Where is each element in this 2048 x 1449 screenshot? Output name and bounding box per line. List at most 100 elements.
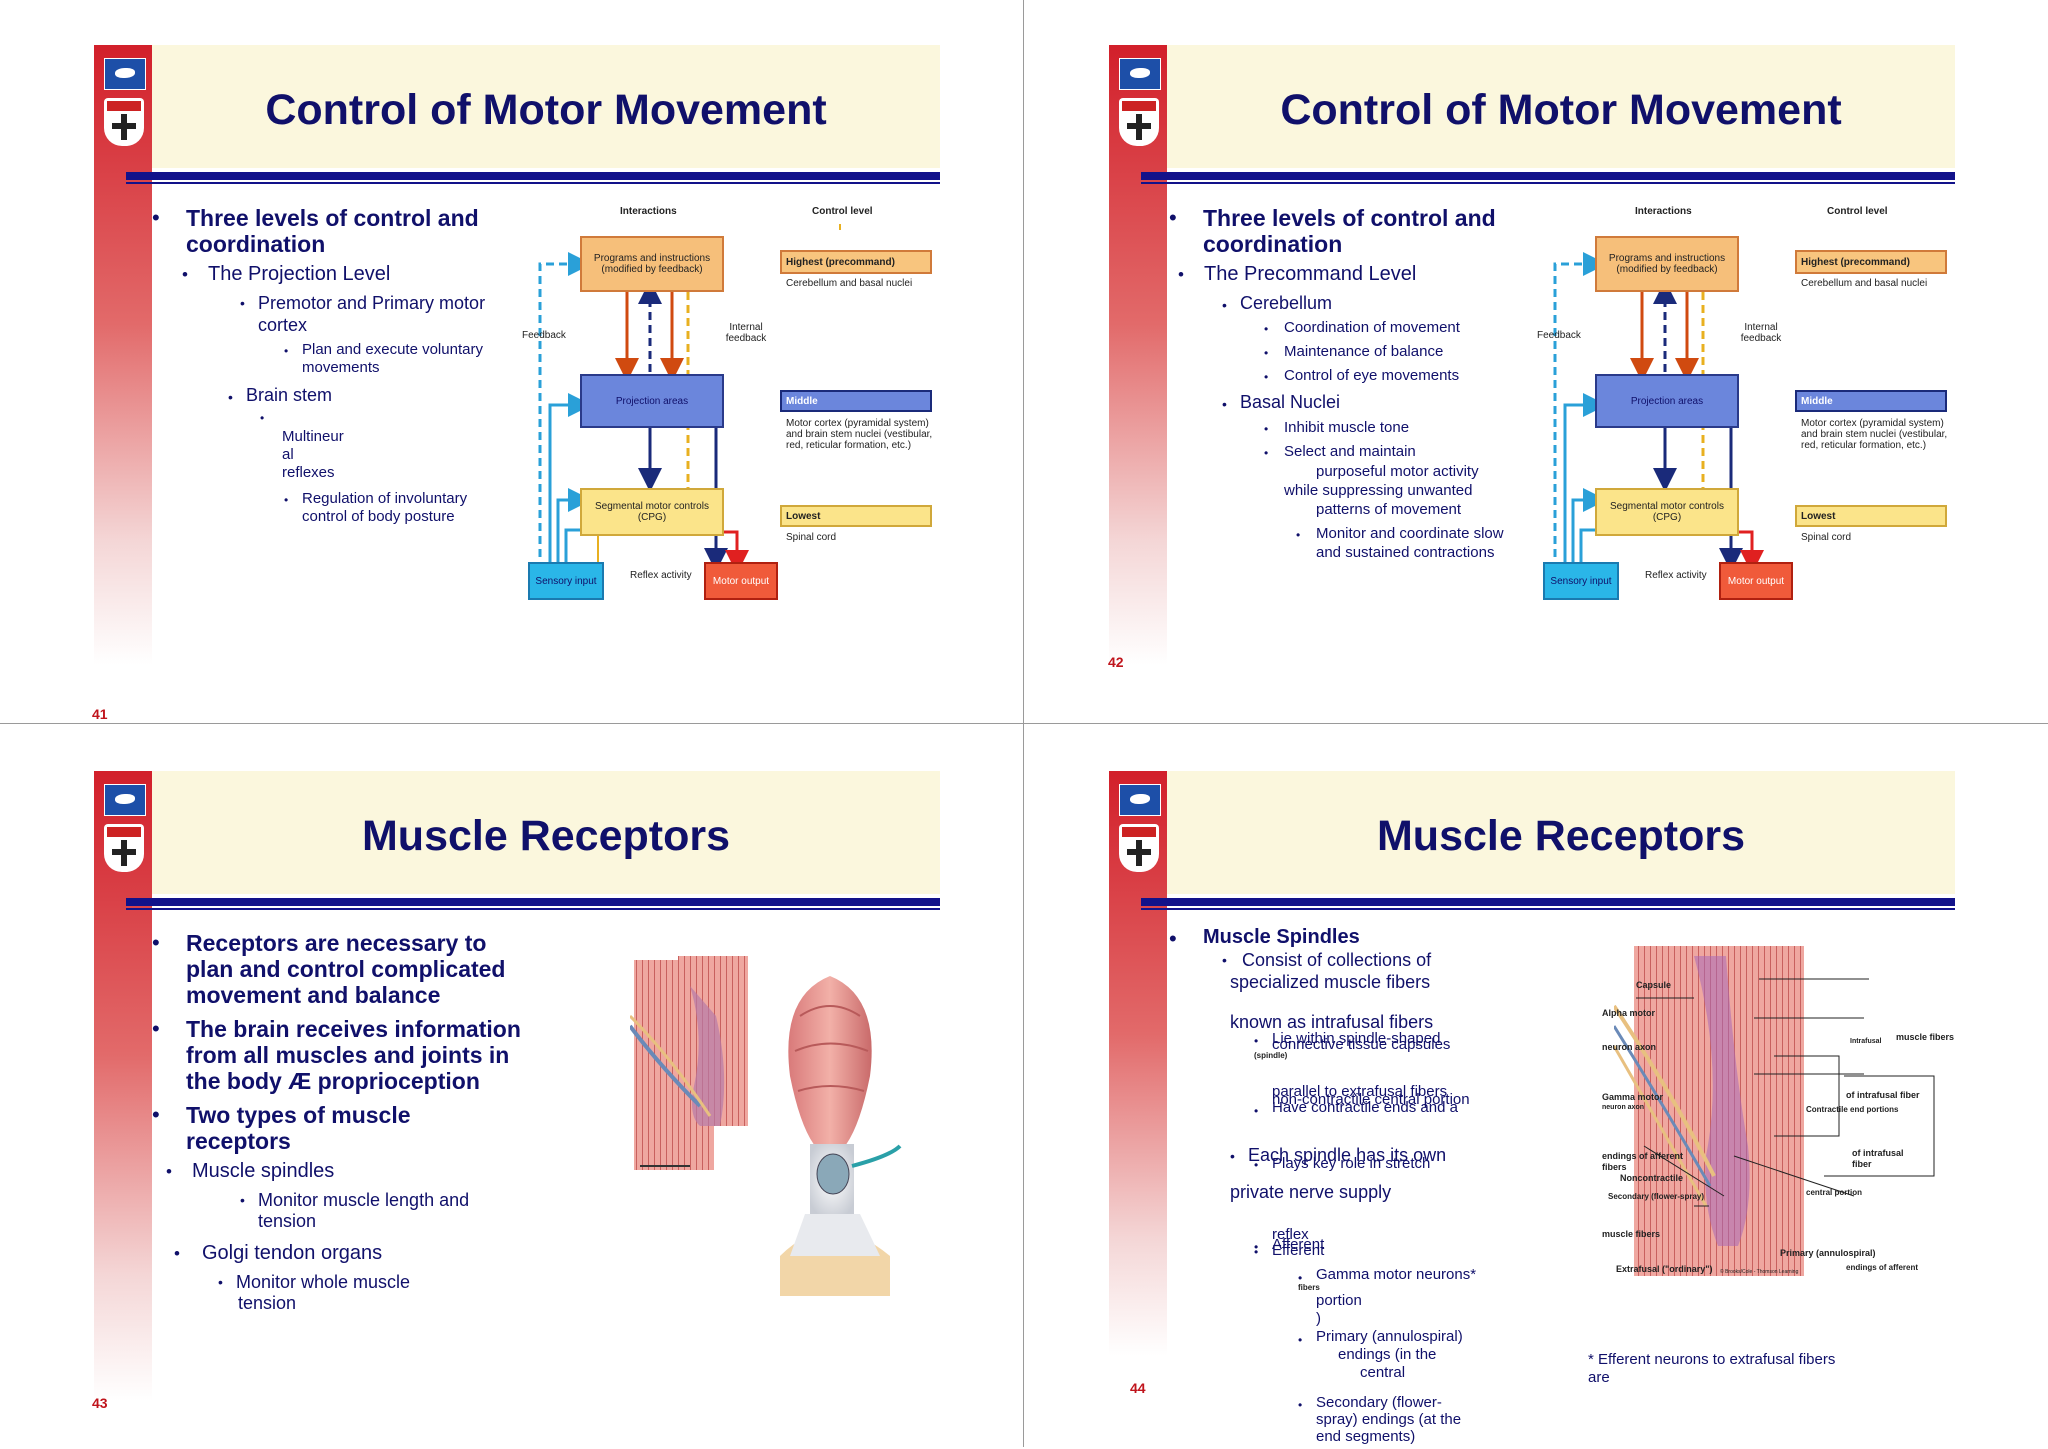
feedback-label: Feedback xyxy=(1537,330,1581,341)
bullet-text: private nerve supply xyxy=(1230,1182,1392,1202)
flag-icon xyxy=(104,784,146,816)
flag-icon xyxy=(104,58,146,90)
title-background xyxy=(1167,771,1955,894)
programs-box: Programs and instructions (modified by f… xyxy=(580,236,724,292)
slide-title: Control of Motor Movement xyxy=(265,86,827,134)
page-number: 42 xyxy=(1108,654,1124,670)
interactions-label: Interactions xyxy=(620,206,677,217)
bullet-text: Control of eye movements xyxy=(1284,367,1460,384)
middle-box: Middle xyxy=(780,390,932,412)
university-logo xyxy=(104,58,146,146)
muscle-fibers-label-2: muscle fibers xyxy=(1602,1229,1661,1239)
segmental-box: Segmental motor controls (CPG) xyxy=(1595,488,1739,536)
bullet-text: reflex xyxy=(1272,1226,1309,1243)
bullet-text: Cerebellum xyxy=(1240,293,1333,313)
side-red-bar xyxy=(1109,45,1167,665)
university-logo xyxy=(1119,784,1161,872)
flag-icon xyxy=(1119,784,1161,816)
endings-afferent-label-2: endings of afferent xyxy=(1846,1263,1919,1272)
control-level-label: Control level xyxy=(812,206,873,217)
motor-output-box: Motor output xyxy=(704,562,778,600)
university-logo xyxy=(104,784,146,872)
bullet-text: and sustained contractions xyxy=(1316,544,1495,561)
bullet-text: specialized muscle fibers xyxy=(1230,972,1431,992)
bullet-text: non-contractile central portion xyxy=(1272,1091,1470,1108)
motor-control-diagram: Interactions Control level Programs and … xyxy=(1525,200,1955,610)
bullet-text: plan and control complicated xyxy=(186,956,506,982)
shield-icon xyxy=(1119,98,1159,146)
bullet-text: ) xyxy=(1316,1310,1321,1327)
muscle-receptor-illustration xyxy=(630,956,902,1296)
neuron-axon-label: neuron axon xyxy=(1602,1042,1657,1052)
secondary-label: Secondary (flower-spray) xyxy=(1608,1192,1705,1201)
bullet-text: Plan and execute voluntary xyxy=(302,341,483,358)
programs-box: Programs and instructions (modified by f… xyxy=(1595,236,1739,292)
bullet-text: control of body posture xyxy=(302,508,455,525)
title-rule-thin xyxy=(126,182,940,184)
middle-sub: Motor cortex (pyramidal system) and brai… xyxy=(786,418,933,451)
flag-icon xyxy=(1119,58,1161,90)
bullet-text: Afferent xyxy=(1272,1236,1325,1253)
footnote: * Efferent neurons to extrafusal fibers xyxy=(1588,1351,1836,1368)
bullet-text: known as intrafusal fibers xyxy=(1230,1012,1434,1032)
page-number: 41 xyxy=(92,706,108,722)
bullet-text: The brain receives information xyxy=(186,1016,521,1042)
bullet-text: Maintenance of balance xyxy=(1284,343,1444,360)
sensory-input-box: Sensory input xyxy=(528,562,604,600)
of-intrafusal-fiber-label: of intrafusal xyxy=(1852,1148,1904,1158)
bullet-text: coordination xyxy=(186,231,326,257)
title-rule xyxy=(1141,172,1955,180)
lowest-sub: Spinal cord xyxy=(1801,532,1852,543)
bullet-text: The Projection Level xyxy=(208,263,391,285)
bullet-text: reflexes xyxy=(282,464,335,481)
bullet-text: Golgi tendon organs xyxy=(202,1242,383,1264)
bullet-text: while suppressing unwanted xyxy=(1284,482,1473,499)
bullet-text: movements xyxy=(302,359,380,376)
bullet-text: central xyxy=(1360,1364,1406,1381)
motor-output-box: Motor output xyxy=(1719,562,1793,600)
middle-box: Middle xyxy=(1795,390,1947,412)
intrafusal-label: Intrafusal xyxy=(1850,1038,1882,1045)
primary-label: Primary (annulospiral) xyxy=(1780,1248,1876,1258)
extrafusal-label: Extrafusal ("ordinary") xyxy=(1616,1264,1713,1274)
bullet-text: Brain stem xyxy=(246,385,333,405)
title-rule-thin xyxy=(1141,908,1955,910)
bullet-text: Efferent xyxy=(1272,1242,1325,1259)
bullet-text: Monitor muscle length and xyxy=(258,1190,470,1210)
slide-title: Control of Motor Movement xyxy=(1280,86,1842,134)
bullet-text: Primary (annulospiral) xyxy=(1316,1328,1463,1345)
bullet-text: patterns of movement xyxy=(1316,501,1462,518)
internal-feedback-label: Internal feedback xyxy=(725,322,767,344)
shield-icon xyxy=(1119,824,1159,872)
bullet-text: cortex xyxy=(258,315,308,335)
segmental-box: Segmental motor controls (CPG) xyxy=(580,488,724,536)
gamma-axon-label: neuron axon xyxy=(1602,1104,1645,1111)
slide-title: Muscle Receptors xyxy=(361,812,731,860)
bullet-text: Three levels of control and xyxy=(1203,205,1496,231)
projection-areas-box: Projection areas xyxy=(580,374,724,428)
bullet-text: Regulation of involuntary xyxy=(302,490,468,507)
page-number: 44 xyxy=(1130,1380,1146,1396)
bullet-text: al xyxy=(282,446,294,463)
title-background xyxy=(1167,45,1955,168)
highest-box: Highest (precommand) xyxy=(780,250,932,274)
motor-control-diagram: Interactions Control level Programs and … xyxy=(510,200,940,610)
fiber-label: fiber xyxy=(1852,1159,1872,1169)
bullet-text: connective tissue capsules xyxy=(1272,1036,1451,1053)
title-rule xyxy=(1141,898,1955,906)
reflex-activity-label: Reflex activity xyxy=(630,570,692,581)
highest-sub: Cerebellum and basal nuclei xyxy=(1801,278,1928,289)
bullet-text: Monitor whole muscle xyxy=(236,1272,411,1292)
control-level-label: Control level xyxy=(1827,206,1888,217)
shield-icon xyxy=(104,98,144,146)
bullet-text: spray) endings (at the xyxy=(1316,1411,1462,1428)
credit-label: © Brooks/Cole - Thomson Learning xyxy=(1720,1269,1799,1275)
horizontal-divider xyxy=(0,723,2048,724)
muscle-fibers-label: muscle fibers xyxy=(1896,1032,1955,1042)
projection-areas-box: Projection areas xyxy=(1595,374,1739,428)
internal-feedback-label: Internal feedback xyxy=(1740,322,1782,344)
bullet-text: fibers xyxy=(1298,1283,1320,1292)
university-logo xyxy=(1119,58,1161,146)
bullet-text: the body Æ proprioception xyxy=(186,1068,480,1094)
gamma-label: Gamma motor xyxy=(1602,1092,1664,1102)
